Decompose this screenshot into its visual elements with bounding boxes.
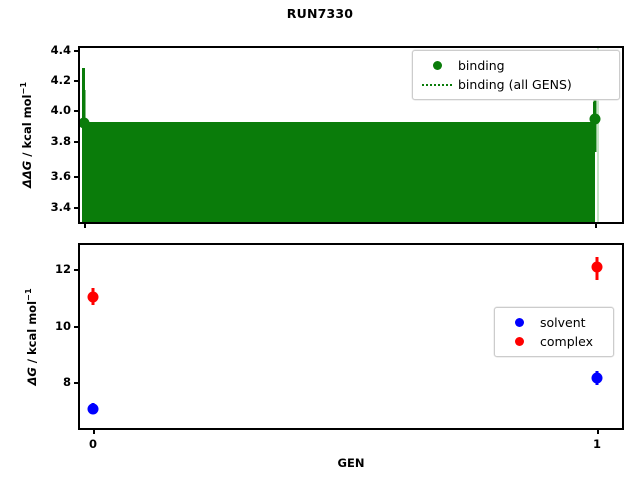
top-ytick-3.6 xyxy=(74,176,80,178)
top-ylabel-exponent: −1 xyxy=(18,81,29,95)
red-circle-icon xyxy=(502,337,536,346)
top-yticklabel-4.2: 4.2 xyxy=(50,73,71,87)
top-ylabel-delta: ΔΔG xyxy=(19,160,34,188)
top-ylabel-unit: kcal mol xyxy=(19,94,34,149)
green-circle-icon xyxy=(420,61,454,70)
top-yticklabel-3.6: 3.6 xyxy=(50,169,71,183)
top-ytick-4.4 xyxy=(74,50,80,52)
bottom-plot-area xyxy=(80,245,622,428)
top-ytick-3.8 xyxy=(74,141,80,143)
green-dotted-line-icon xyxy=(420,83,454,86)
solvent-marker-gen0[interactable] xyxy=(87,403,99,414)
legend-item-solvent[interactable]: solvent xyxy=(502,313,604,332)
bottom-yticklabel-12: 12 xyxy=(54,262,71,276)
solvent-marker-gen1[interactable] xyxy=(591,372,603,384)
bottom-legend[interactable]: solvent complex xyxy=(494,307,614,357)
figure-title: RUN7330 xyxy=(286,6,354,21)
legend-item-binding[interactable]: binding xyxy=(420,56,610,75)
bottom-ylabel-sep: / xyxy=(24,354,39,368)
top-yticklabel-3.4: 3.4 xyxy=(50,200,71,214)
legend-label-binding-all-gens: binding (all GENS) xyxy=(458,77,572,92)
top-axes-binding[interactable]: 4.4 4.2 4.0 3.8 3.6 3.4 binding xyxy=(51,43,624,228)
bottom-ytick-12 xyxy=(74,269,80,271)
complex-marker-gen0[interactable] xyxy=(87,291,99,302)
top-ytick-4.0 xyxy=(74,110,80,112)
bottom-axes-dg[interactable]: 12 10 8 0 1 solvent complex xyxy=(55,243,624,451)
top-ytick-3.4 xyxy=(74,207,80,209)
legend-item-complex[interactable]: complex xyxy=(502,332,604,351)
legend-item-binding-all-gens[interactable]: binding (all GENS) xyxy=(420,75,610,94)
top-xtick-1 xyxy=(595,222,597,228)
legend-label-solvent: solvent xyxy=(540,315,586,330)
top-ytick-4.2 xyxy=(74,80,80,82)
bottom-xlabel: GEN xyxy=(337,456,365,470)
blue-circle-icon xyxy=(502,318,536,327)
bottom-yticklabel-8: 8 xyxy=(62,375,71,389)
top-xtick-0 xyxy=(84,222,86,228)
top-legend[interactable]: binding binding (all GENS) xyxy=(412,50,620,100)
top-yticklabel-3.8: 3.8 xyxy=(50,134,71,148)
top-plot-area xyxy=(80,48,622,222)
legend-label-binding: binding xyxy=(458,58,505,73)
binding-all-gens-faint-trace xyxy=(597,48,599,222)
bottom-xticklabel-0: 0 xyxy=(88,437,98,451)
legend-label-complex: complex xyxy=(540,334,593,349)
bottom-ylabel-exponent: −1 xyxy=(23,288,34,301)
bottom-ylabel-unit: kcal mol xyxy=(24,300,39,355)
bottom-ytick-8 xyxy=(74,382,80,384)
bottom-xticklabel-1: 1 xyxy=(592,437,602,451)
bottom-ytick-10 xyxy=(74,326,80,328)
binding-all-gens-band xyxy=(82,122,595,222)
bottom-ylabel: ΔG / kcal mol−1 xyxy=(23,248,39,426)
top-yticklabel-4.4: 4.4 xyxy=(50,43,71,57)
bottom-xtick-0 xyxy=(93,428,95,434)
binding-marker-gen0[interactable] xyxy=(80,117,89,129)
bottom-xtick-1 xyxy=(597,428,599,434)
top-yticklabel-4.0: 4.0 xyxy=(50,103,71,117)
complex-marker-gen1[interactable] xyxy=(591,261,603,273)
bottom-ylabel-delta: ΔG xyxy=(24,367,39,386)
binding-marker-gen1[interactable] xyxy=(589,113,600,125)
top-ylabel-sep: / xyxy=(19,148,34,161)
bottom-yticklabel-10: 10 xyxy=(54,319,71,333)
top-ylabel: ΔΔG / kcal mol−1 xyxy=(18,46,34,224)
